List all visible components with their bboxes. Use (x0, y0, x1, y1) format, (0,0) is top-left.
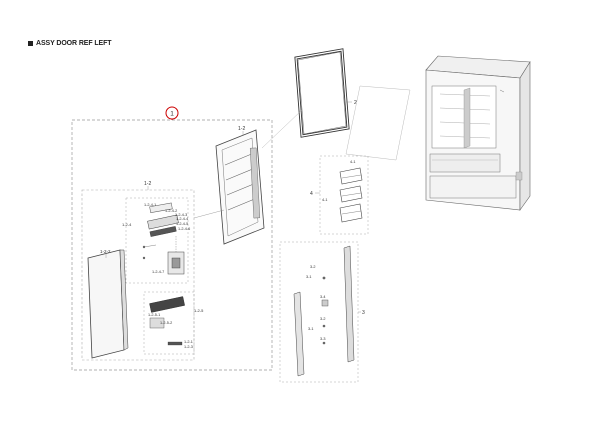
callout-dispenser-sub-label: 1-2-4 (122, 222, 132, 227)
callout-dispenser-g: 1-2-4-7 (152, 270, 164, 274)
callout-shelves: 3 (362, 310, 365, 316)
callout-shelf-e: 3-1 (308, 327, 314, 331)
callout-bins: 4 (310, 191, 313, 197)
door-outer-panel (87, 249, 125, 359)
callout-shelf-f: 3-3 (320, 337, 326, 341)
callout-gasket: 2 (354, 100, 357, 106)
callout-door-sub-label: 1-2 (144, 181, 151, 187)
callout-bottom-a: 1-2-5-1 (148, 313, 160, 317)
door-trim-left (293, 291, 305, 377)
door-subassembly-boundary (81, 189, 195, 361)
callout-dispenser-a: 1-2-4-1 (144, 203, 156, 207)
callout-bottom-sub: 1-2-5 (194, 308, 204, 313)
dispenser-housing (147, 214, 179, 230)
hinge-bracket (149, 317, 165, 329)
callout-dispenser-d: 1-2-4-4 (176, 217, 188, 221)
door-gasket (294, 48, 350, 138)
door-bins-boundary (319, 155, 369, 235)
callout-1-marker[interactable] (165, 106, 179, 120)
door-bin (339, 203, 363, 223)
dispenser-bar (149, 226, 177, 237)
door-trim-right (343, 245, 355, 363)
callout-bottom-c: 1-2-1 (184, 340, 193, 344)
callout-shelf-b: 3-1 (306, 275, 312, 279)
callout-bin-left: 4-1 (322, 198, 328, 202)
door-handle-cap (149, 296, 185, 313)
callout-bottom-b: 1-2-5-2 (160, 321, 172, 325)
title-bullet-icon (28, 41, 33, 46)
ghost-shelf-outline (345, 85, 411, 161)
callout-shelf-c: 3-4 (320, 295, 326, 299)
dispenser-cover (149, 202, 173, 213)
callout-bottom-d: 1-2-3 (184, 345, 193, 349)
callout-main-label: 1 (170, 111, 174, 118)
dispenser-subassembly-boundary (125, 197, 189, 284)
callout-dispenser-e: 1-2-4-5 (176, 222, 188, 226)
hinge-pin (167, 341, 183, 346)
door-bin (339, 185, 363, 203)
door-bin (339, 167, 363, 185)
callout-shelf-a: 3-2 (310, 265, 316, 269)
callout-dispenser-c: 1-2-4-3 (175, 213, 187, 217)
refrigerator-cabinet (425, 55, 531, 211)
bottom-subassembly-boundary (143, 291, 195, 355)
callout-shelf-d: 3-2 (320, 317, 326, 321)
page-title: ASSY DOOR REF LEFT (36, 40, 112, 47)
callout-bin-top: 4-1 (350, 160, 356, 164)
callout-dispenser-f: 1-2-4-6 (178, 227, 190, 231)
callout-outer-panel: 1-2-2 (100, 249, 111, 254)
diagram-title: ASSY DOOR REF LEFT (28, 40, 112, 47)
callout-door-inner: 1-2 (238, 126, 245, 132)
callout-dispenser-b: 1-2-4-2 (165, 209, 177, 213)
